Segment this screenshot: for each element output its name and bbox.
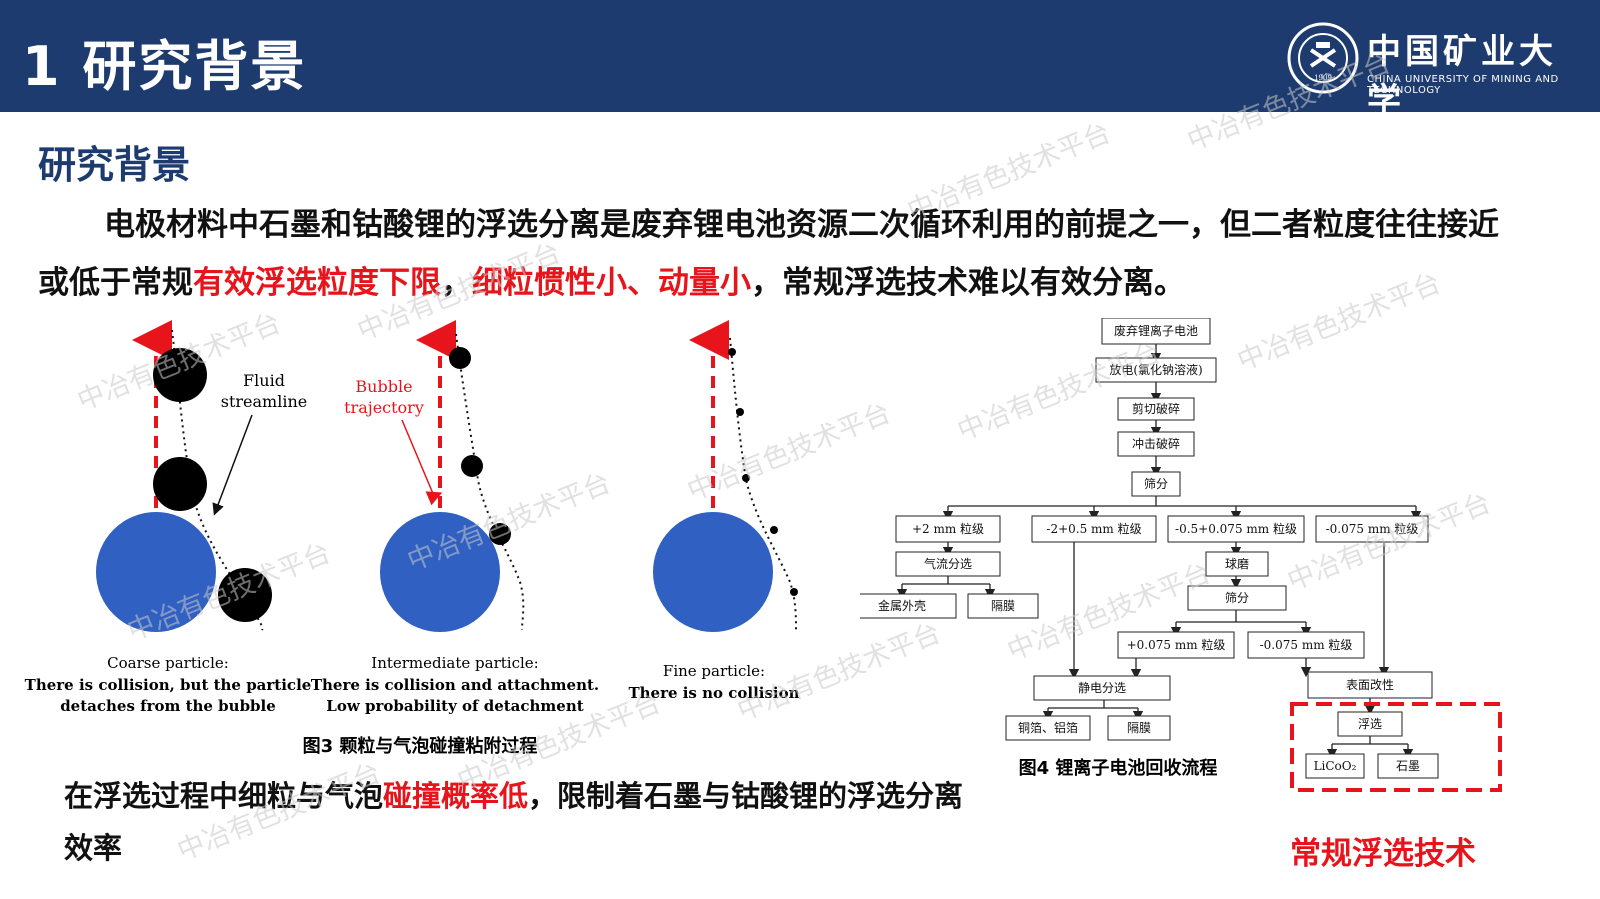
header-bar: 1 研究背景 1909 中国矿业大学 CHINA UNIVERSITY OF M… <box>0 0 1600 121</box>
bubble <box>380 512 500 632</box>
fine-title: Fine particle: <box>663 662 765 680</box>
bubble <box>96 512 216 632</box>
intro-paragraph: 电极材料中石墨和钴酸锂的浮选分离是废弃锂电池资源二次循环利用的前提之一，但二者粒… <box>38 196 1518 312</box>
box-separator-2: 隔膜 <box>1127 721 1151 735</box>
coarse-particle <box>153 457 207 511</box>
fine-particle-panel: Fine particle: There is no collision <box>628 320 800 702</box>
fluid-streamline <box>729 337 797 631</box>
fluid-streamline <box>455 333 525 631</box>
figure4-caption: 图4 锂离子电池回收流程 <box>1019 757 1218 779</box>
university-logo: 1909 中国矿业大学 CHINA UNIVERSITY OF MINING A… <box>1283 20 1583 121</box>
box-metal-shell: 金属外壳 <box>878 598 926 613</box>
coarse-particle-panel: Fluid streamline Coarse particle: There … <box>25 320 312 715</box>
fine-particle <box>790 588 798 596</box>
box-ball-mill: 球磨 <box>1225 557 1249 571</box>
conventional-flotation-label: 常规浮选技术 <box>1290 836 1476 872</box>
logo-year: 1909 <box>1314 74 1332 82</box>
section-title: 研究背景 <box>38 143 191 187</box>
fine-line1: There is no collision <box>628 684 799 702</box>
box-foil: 铜箔、铝箔 <box>1018 720 1078 735</box>
box-electrostatic: 静电分选 <box>1078 681 1126 695</box>
slide-title: 1 研究背景 <box>22 35 307 98</box>
box-graphite: 石墨 <box>1396 759 1420 773</box>
bubble <box>653 512 773 632</box>
trajectory-pointer <box>401 419 443 506</box>
box-size-05-0075: -0.5+0.075 mm 粒级 <box>1175 521 1297 536</box>
intro-highlight-1: 有效浮选粒度下限 <box>193 265 441 301</box>
fluid-label: Fluid <box>243 371 285 390</box>
coarse-title: Coarse particle: <box>107 654 229 672</box>
coarse-line2: detaches from the bubble <box>60 697 276 715</box>
figure-3: Fluid streamline Coarse particle: There … <box>0 320 860 765</box>
conclusion-text: 在浮选过程中细粒与气泡碰撞概率低，限制着石墨与钴酸锂的浮选分离效率 <box>64 770 964 874</box>
box-screening-2: 筛分 <box>1225 590 1249 605</box>
coarse-particle <box>218 568 272 622</box>
coarse-line1: There is collision, but the particle <box>25 676 312 694</box>
box-flotation: 浮选 <box>1358 717 1382 731</box>
intro-highlight-2: 细粒惯性小、动量小 <box>472 265 751 301</box>
intermediate-line2: Low probability of detachment <box>326 697 583 715</box>
particle-bubble-diagram: Fluid streamline Coarse particle: There … <box>25 320 800 757</box>
bubble-label: Bubble <box>355 377 412 396</box>
intro-text-2: ， <box>441 265 472 301</box>
fine-particle <box>742 474 750 482</box>
box-discharge: 放电(氯化钠溶液) <box>1109 362 1202 377</box>
streamline-label: streamline <box>221 392 307 411</box>
logo-chinese-name: 中国矿业大学 <box>1367 32 1557 121</box>
conclusion-part2: ，限制着石墨与钴酸锂的浮选分离效率 <box>64 779 964 865</box>
flowchart-boxes: 废弃锂离子电池 放电(氯化钠溶液) 剪切破碎 冲击破碎 筛分 +2 mm 粒级 … <box>847 317 1439 779</box>
fine-particle <box>736 408 744 416</box>
box-impact-crush: 冲击破碎 <box>1132 436 1180 451</box>
conclusion-part1: 在浮选过程中细粒与气泡 <box>64 779 384 813</box>
box-licoo2: LiCoO₂ <box>1314 759 1357 773</box>
intermediate-particle <box>489 523 511 545</box>
flotation-highlight-box <box>1290 702 1502 792</box>
box-size-2-05: -2+0.5 mm 粒级 <box>1046 521 1141 536</box>
box-spent-battery: 废弃锂离子电池 <box>1114 323 1198 338</box>
intermediate-particle-panel: Bubble trajectory Intermediate particle:… <box>311 320 599 715</box>
conclusion-highlight: 碰撞概率低 <box>383 779 529 813</box>
figure3-caption: 图3 颗粒与气泡碰撞粘附过程 <box>303 735 538 757</box>
box-separator-1: 隔膜 <box>991 599 1015 613</box>
intermediate-line1: There is collision and attachment. <box>311 676 599 694</box>
intermediate-title: Intermediate particle: <box>371 654 538 672</box>
box-surface-modification: 表面改性 <box>1346 678 1394 692</box>
intermediate-particle <box>461 455 483 477</box>
fine-particle <box>728 348 736 356</box>
intro-text-3: ，常规浮选技术难以有效分离。 <box>751 265 1185 301</box>
figure-4: 废弃锂离子电池 放电(氯化钠溶液) 剪切破碎 冲击破碎 筛分 +2 mm 粒级 … <box>847 317 1600 798</box>
box-size-plus2: +2 mm 粒级 <box>912 521 984 536</box>
streamline-pointer <box>212 414 253 516</box>
box-screening: 筛分 <box>1144 476 1168 491</box>
intermediate-particle <box>449 347 471 369</box>
university-emblem-icon: 1909 <box>1287 22 1359 94</box>
box-plus0075: +0.075 mm 粒级 <box>1127 637 1226 652</box>
box-size-minus0075: -0.075 mm 粒级 <box>1326 521 1419 536</box>
logo-english-name: CHINA UNIVERSITY OF MINING AND TECHNOLOG… <box>1367 74 1559 96</box>
fine-particle <box>770 526 778 534</box>
box-air-separation: 气流分选 <box>924 556 972 571</box>
intro-text-1: 电极材料中石墨和钴酸锂的浮选分离是废弃锂电池资源二次循环利用的前提之一，但二者粒… <box>38 207 1499 301</box>
coarse-particle <box>153 348 207 402</box>
recycling-flowchart: 废弃锂离子电池 放电(氯化钠溶液) 剪切破碎 冲击破碎 筛分 +2 mm 粒级 … <box>847 317 1502 792</box>
box-minus0075-2: -0.075 mm 粒级 <box>1260 637 1353 652</box>
box-shear-crush: 剪切破碎 <box>1132 401 1180 416</box>
flowchart-connectors <box>896 344 1422 760</box>
trajectory-label: trajectory <box>344 398 424 417</box>
